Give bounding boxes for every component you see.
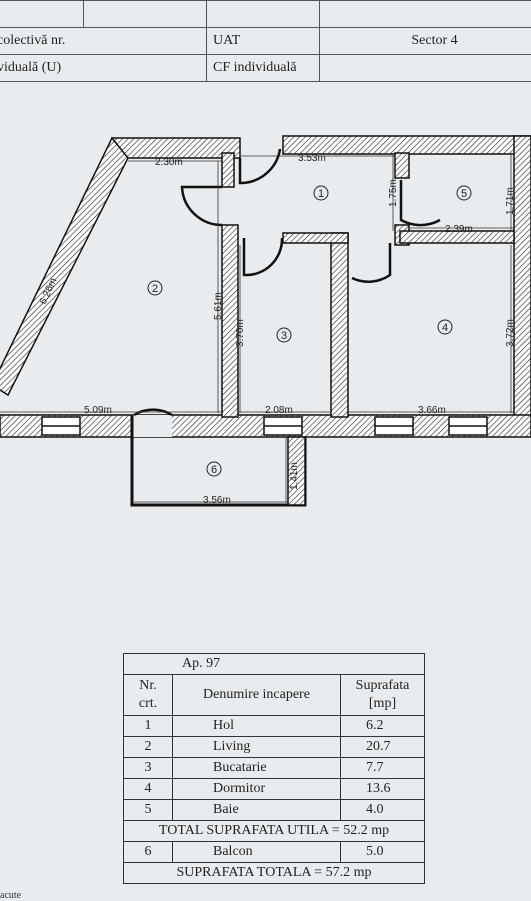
header-mid2: CF individuală: [207, 55, 320, 82]
floor-plan: 2.30m 3.53m 1.75m 2.39m 1.71m 6.26m 5.61…: [0, 125, 531, 515]
table-row: 1 Hol 6.2: [124, 716, 425, 737]
room-number: 5: [461, 188, 467, 200]
wall: [331, 233, 348, 417]
room-number: 1: [318, 188, 324, 200]
row-nr: 1: [124, 716, 173, 737]
row-area: 4.0: [341, 800, 425, 821]
dimension-lines: [0, 155, 514, 503]
row-name: Baie: [173, 800, 341, 821]
room-number: 4: [442, 322, 448, 334]
dim-label: 3.70m: [235, 319, 246, 347]
row-name: Balcon: [173, 842, 341, 863]
dim-label: 1.41m: [289, 462, 300, 490]
table-row: 2 Living 20.7: [124, 737, 425, 758]
dim-label: 3.72m: [505, 319, 516, 347]
row-area: 6.2: [341, 716, 425, 737]
room-number: 6: [211, 464, 217, 476]
row-name: Hol: [173, 716, 341, 737]
col-nr-header: Nr. crt.: [124, 675, 173, 716]
col-name-header: Denumire incapere: [173, 675, 341, 716]
header-mid1: UAT: [207, 28, 320, 55]
header-cell: [207, 1, 320, 28]
header-left1: colectivă nr.: [0, 28, 207, 55]
dim-label: 3.53m: [298, 153, 326, 164]
area-table: Ap. 97 Nr. crt. Denumire incapere Supraf…: [123, 653, 425, 884]
dim-label: 2.08m: [265, 405, 293, 416]
dim-label: 1.71m: [505, 187, 516, 215]
header-table: colectivă nr. UAT Sector 4 viduală (U) C…: [0, 0, 531, 82]
wall: [0, 138, 128, 395]
header-cell: [84, 1, 207, 28]
dim-label: 1.75m: [388, 179, 399, 207]
wall: [395, 153, 409, 178]
table-row: 4 Dormitor 13.6: [124, 779, 425, 800]
wall: [222, 153, 234, 187]
header-cell: [320, 1, 531, 28]
apartment-title: Ap. 97: [124, 654, 425, 675]
row-area: 5.0: [341, 842, 425, 863]
dim-label: 3.56m: [203, 495, 231, 506]
total-area: SUPRAFATA TOTALA = 57.2 mp: [124, 863, 425, 884]
header-right2: [320, 55, 531, 82]
row-area: 7.7: [341, 758, 425, 779]
wall: [283, 233, 348, 243]
row-name: Dormitor: [173, 779, 341, 800]
wall: [112, 138, 240, 158]
dim-label: 2.39m: [445, 224, 473, 235]
header-left2: viduală (U): [0, 55, 207, 82]
row-name: Living: [173, 737, 341, 758]
row-name: Bucatarie: [173, 758, 341, 779]
row-nr: 3: [124, 758, 173, 779]
col-area-header: Suprafata [mp]: [341, 675, 425, 716]
room-number: 3: [281, 330, 287, 342]
wall: [283, 136, 531, 154]
row-area: 20.7: [341, 737, 425, 758]
dim-label: 5.09m: [84, 405, 112, 416]
row-nr: 6: [124, 842, 173, 863]
signature: acute: [0, 890, 21, 901]
row-nr: 5: [124, 800, 173, 821]
dim-label: 5.61m: [213, 292, 224, 320]
dim-label: 3.66m: [418, 405, 446, 416]
table-row: 3 Bucatarie 7.7: [124, 758, 425, 779]
row-area: 13.6: [341, 779, 425, 800]
row-nr: 2: [124, 737, 173, 758]
header-cell: [0, 1, 84, 28]
table-row: 5 Baie 4.0: [124, 800, 425, 821]
header-right1: Sector 4: [320, 28, 531, 55]
room-number: 2: [152, 283, 158, 295]
wall: [514, 136, 531, 421]
dim-label: 2.30m: [155, 157, 183, 168]
total-util: TOTAL SUPRAFATA UTILA = 52.2 mp: [124, 821, 425, 842]
table-row: 6 Balcon 5.0: [124, 842, 425, 863]
row-nr: 4: [124, 779, 173, 800]
